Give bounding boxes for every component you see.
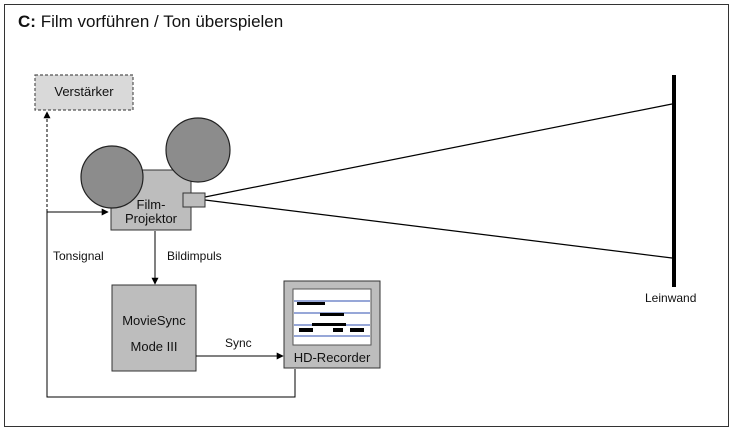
title-text: Film vorführen / Ton überspielen: [40, 12, 284, 31]
beam-upper: [204, 103, 673, 198]
moviesync-label: MovieSync Mode III: [112, 308, 196, 360]
projector-label-line1: Film-: [136, 197, 166, 212]
reel-left-icon: [80, 145, 144, 209]
lens-icon: [182, 192, 206, 208]
hd-recorder-screen: [292, 288, 372, 346]
sound-signal-path: [46, 208, 296, 398]
sync-label: Sync: [225, 336, 252, 350]
frame-pulse-label: Bildimpuls: [167, 249, 222, 263]
moviesync-box: [111, 284, 197, 372]
projector-label: Film- Projektor: [111, 198, 191, 226]
amplifier-box: [34, 74, 134, 111]
title-prefix: C:: [18, 12, 36, 31]
moviesync-label-line1: MovieSync: [122, 313, 186, 328]
sound-signal-label: Tonsignal: [53, 249, 104, 263]
waveform-clips-icon: [297, 302, 364, 332]
reel-right-icon: [165, 117, 231, 183]
page-title: C: Film vorführen / Ton überspielen: [18, 12, 283, 32]
beam-lower: [204, 199, 673, 259]
amplifier-label: Verstärker: [54, 84, 114, 99]
hd-recorder-label: HD-Recorder: [293, 350, 371, 365]
screen-label: Leinwand: [645, 291, 697, 305]
projector-label-line2: Projektor: [124, 211, 178, 226]
moviesync-label-line2: Mode III: [130, 339, 178, 354]
